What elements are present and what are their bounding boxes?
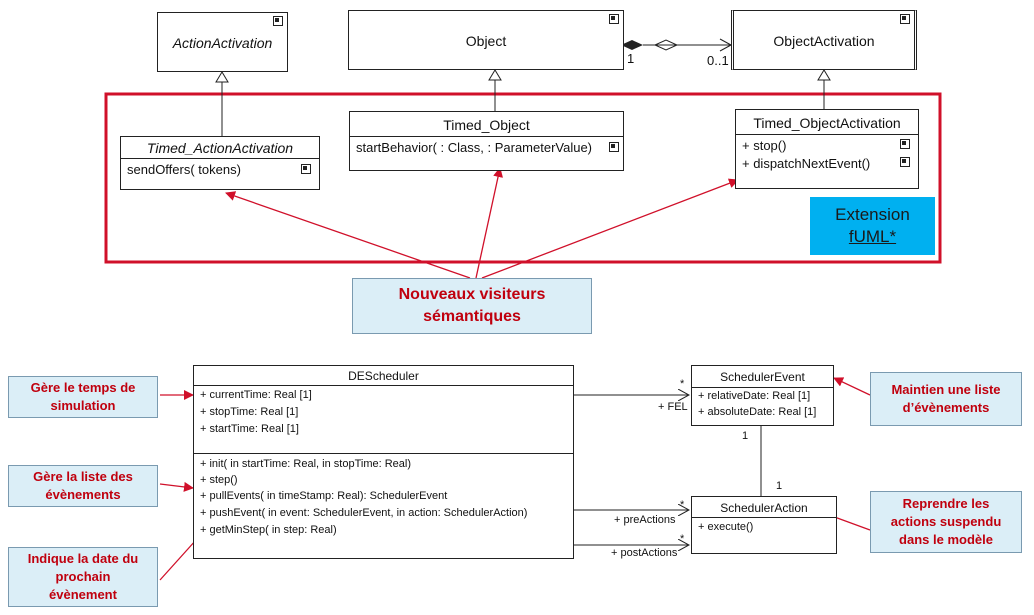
compartment-divider <box>350 136 623 137</box>
fel-role: + FEL <box>658 401 688 413</box>
descheduler-class[interactable]: DEScheduler + currentTime: Real [1] + st… <box>193 365 574 559</box>
operation: + execute() <box>698 521 754 533</box>
callout-line2: simulation <box>50 398 116 413</box>
operation: + dispatchNextEvent() <box>742 156 871 171</box>
callout-line3: évènement <box>49 587 117 602</box>
action-activation-class[interactable]: ActionActivation <box>157 12 288 72</box>
operation: startBehavior( : Class, : ParameterValue… <box>356 140 593 155</box>
compartment-divider <box>194 453 573 454</box>
callout-line3: dans le modèle <box>899 532 993 547</box>
operation: + pushEvent( in event: SchedulerEvent, i… <box>200 507 528 519</box>
maintain-list-callout: Maintien une liste d’évènements <box>870 372 1022 426</box>
attribute: + stopTime: Real [1] <box>200 406 299 418</box>
semantic-visitors-callout: Nouveaux visiteurs sémantiques <box>352 278 592 334</box>
callout-line1: Indique la date du <box>27 551 139 566</box>
stereotype-icon <box>273 16 283 26</box>
compartment-divider <box>736 134 918 135</box>
class-name: Object <box>465 33 507 49</box>
operation: + init( in startTime: Real, in stopTime:… <box>200 458 411 470</box>
post-actions-multiplicity: * <box>680 533 685 545</box>
compartment-divider <box>194 385 573 386</box>
callout-line1: Gère la liste des <box>33 469 133 484</box>
compartment-divider <box>692 517 836 518</box>
compartment-divider <box>121 158 319 159</box>
attribute: + relativeDate: Real [1] <box>698 390 811 402</box>
callout-line1: Nouveaux visiteurs <box>398 286 546 303</box>
operation: + stop() <box>742 138 787 153</box>
class-name: DEScheduler <box>348 369 419 383</box>
timed-object-class[interactable]: Timed_Object startBehavior( : Class, : P… <box>349 111 624 171</box>
extension-fuml-label: Extension fUML* <box>810 197 935 255</box>
callout-line2: actions suspendu <box>890 514 1002 529</box>
operation-icon <box>301 164 311 174</box>
event-list-callout: Gère la liste des évènements <box>8 465 158 507</box>
callout-line1: Reprendre les <box>902 496 990 511</box>
object-class[interactable]: Object <box>348 10 624 70</box>
compartment-divider <box>692 387 833 388</box>
action-multiplicity: 1 <box>776 480 783 492</box>
fel-multiplicity: * <box>680 378 685 390</box>
object-activation-class[interactable]: ObjectActivation <box>731 10 917 70</box>
class-name: Timed_ActionActivation <box>146 140 294 156</box>
scheduler-action-class[interactable]: SchedulerAction + execute() <box>691 496 837 554</box>
callout-line2: sémantiques <box>423 308 521 325</box>
multiplicity-object: 1 <box>627 51 635 66</box>
next-event-date-callout: Indique la date du prochain évènement <box>8 547 158 607</box>
class-name: SchedulerEvent <box>720 370 805 384</box>
class-name: ActionActivation <box>172 35 273 51</box>
attribute: + absoluteDate: Real [1] <box>698 406 817 418</box>
operation-icon <box>609 142 619 152</box>
post-actions-role: + postActions <box>611 547 678 559</box>
pre-actions-role: + preActions <box>614 514 676 526</box>
time-management-callout: Gère le temps de simulation <box>8 376 158 418</box>
class-name: Timed_Object <box>443 117 530 133</box>
callout-line2: évènements <box>45 487 121 502</box>
callout-line1: Maintien une liste <box>891 382 1001 397</box>
callout-line2: prochain <box>55 569 111 584</box>
class-name: ObjectActivation <box>773 33 875 49</box>
stereotype-icon <box>900 14 910 24</box>
resume-actions-callout: Reprendre les actions suspendu dans le m… <box>870 491 1022 553</box>
callout-line2: d’évènements <box>902 400 990 415</box>
event-multiplicity: 1 <box>742 430 749 442</box>
multiplicity-object-activation: 0..1 <box>707 53 729 68</box>
class-name: SchedulerAction <box>720 501 808 515</box>
operation: + getMinStep( in step: Real) <box>200 524 337 536</box>
operation-icon <box>900 157 910 167</box>
extension-line1: Extension <box>835 205 910 224</box>
operation: + step() <box>200 474 238 486</box>
scheduler-event-class[interactable]: SchedulerEvent + relativeDate: Real [1] … <box>691 365 834 426</box>
attribute: + currentTime: Real [1] <box>200 389 312 401</box>
class-name: Timed_ObjectActivation <box>753 115 901 131</box>
callout-line1: Gère le temps de <box>30 380 136 395</box>
operation: + pullEvents( in timeStamp: Real): Sched… <box>200 490 448 502</box>
timed-object-activation-class[interactable]: Timed_ObjectActivation + stop() + dispat… <box>735 109 919 189</box>
timed-action-activation-class[interactable]: Timed_ActionActivation sendOffers( token… <box>120 136 320 190</box>
operation-icon <box>900 139 910 149</box>
pre-actions-multiplicity: * <box>680 499 685 511</box>
attribute: + startTime: Real [1] <box>200 423 299 435</box>
operation: sendOffers( tokens) <box>127 162 241 177</box>
extension-line2: fUML* <box>848 227 897 246</box>
stereotype-icon <box>609 14 619 24</box>
